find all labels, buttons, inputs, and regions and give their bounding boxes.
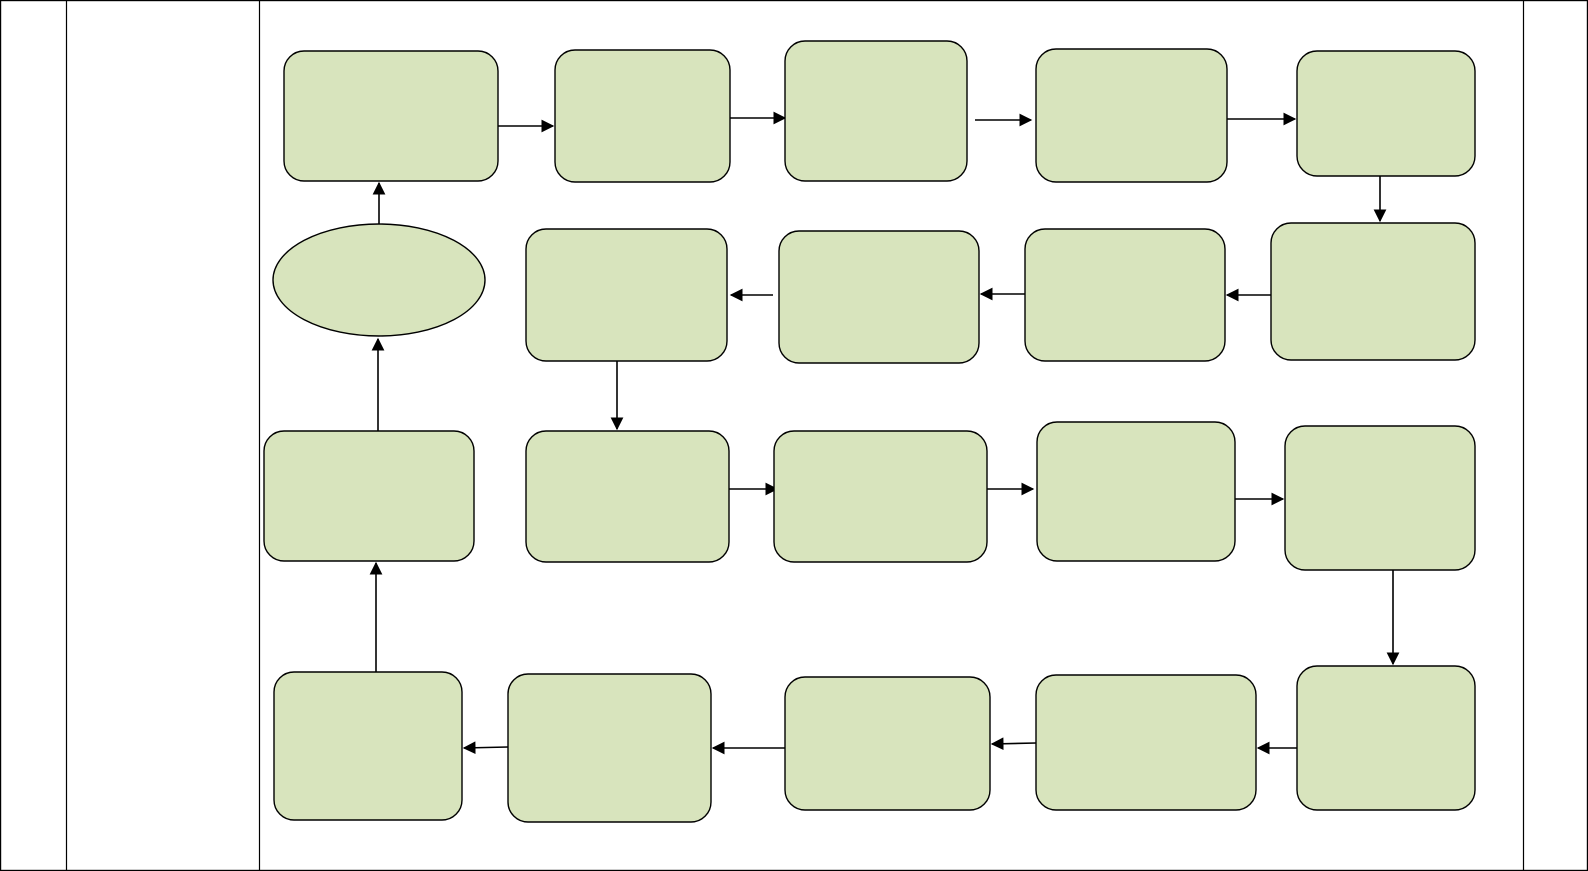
process-box-n18 [273,671,463,821]
process-box-n3 [784,40,968,182]
arrow-n15-to-n16 [990,737,1037,751]
process-box-n11 [773,430,988,563]
arrow-n17-to-n18 [462,741,509,755]
process-box-n17 [507,673,712,823]
process-box-n19 [263,430,475,562]
process-box-n13 [1284,425,1476,571]
process-box-n15 [1035,674,1257,811]
process-box-n4 [1035,48,1228,183]
process-box-n1 [283,50,499,182]
start-ellipse-node [272,223,486,337]
process-box-n16 [784,676,991,811]
edges-layer [369,111,1400,755]
process-box-n9 [525,228,728,362]
process-box-n8 [778,230,980,364]
process-box-n2 [554,49,731,183]
process-box-n6 [1270,222,1476,361]
process-box-n5 [1296,50,1476,177]
nodes-layer [263,40,1476,823]
process-box-n7 [1024,228,1226,362]
process-box-n12 [1036,421,1236,562]
process-box-n14 [1296,665,1476,811]
process-box-n10 [525,430,730,563]
